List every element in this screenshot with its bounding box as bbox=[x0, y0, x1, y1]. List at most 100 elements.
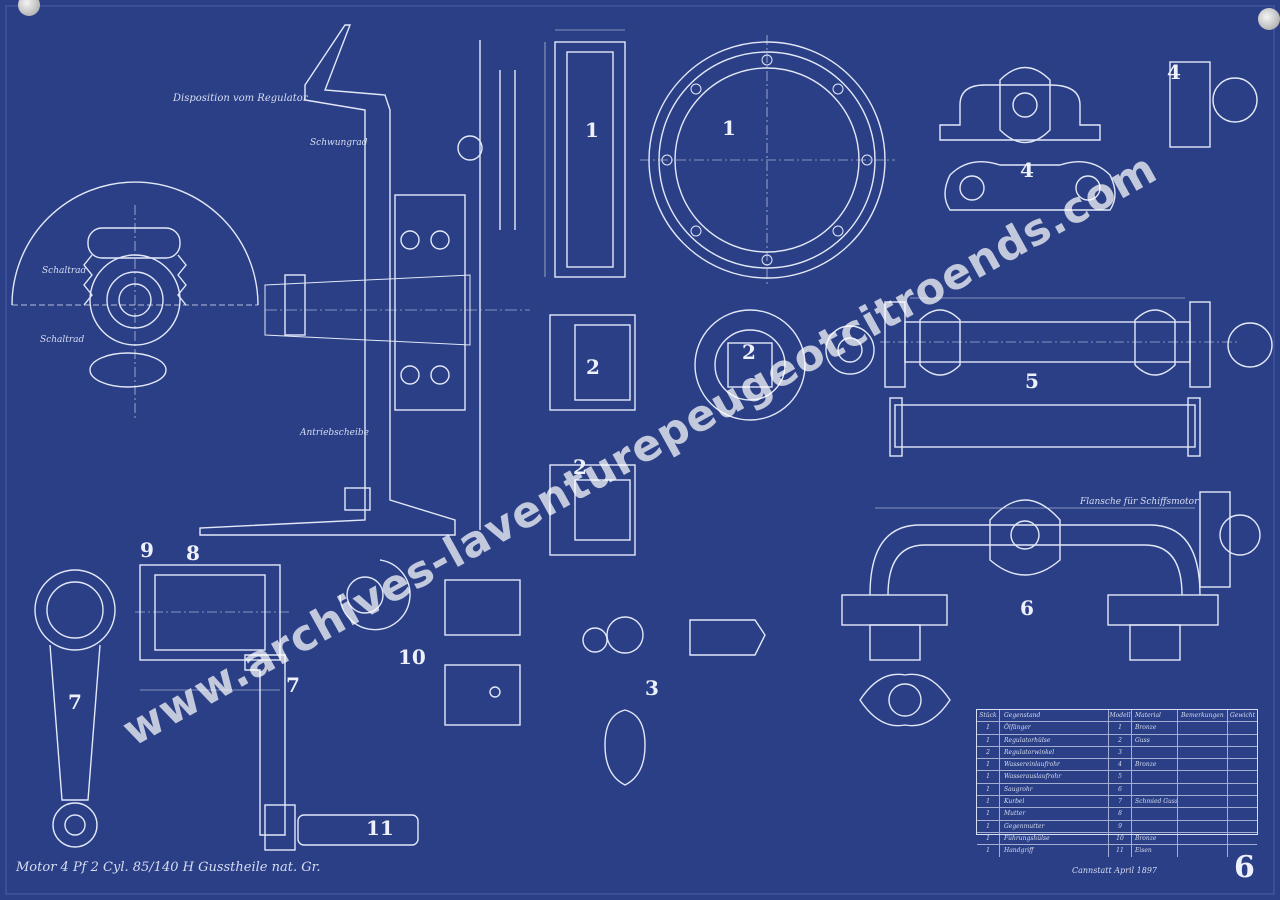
table-header-cell: Material bbox=[1132, 710, 1178, 722]
table-cell bbox=[1228, 747, 1257, 758]
table-cell: Wassereinlaufrohr bbox=[1000, 759, 1109, 771]
table-cell: Schmied Guss bbox=[1132, 796, 1178, 808]
part10-ring bbox=[339, 559, 411, 631]
crank-eye bbox=[34, 569, 116, 651]
part-label: 10 bbox=[398, 645, 426, 669]
table-cell bbox=[1132, 746, 1178, 759]
table-cell: Ölfänger bbox=[1000, 722, 1109, 734]
table-cell bbox=[1178, 734, 1228, 746]
drawing-title: Disposition vom Regulator bbox=[173, 93, 308, 104]
table-cell: 6 bbox=[1109, 783, 1132, 796]
table-cell: 9 bbox=[1109, 820, 1132, 832]
table-cell: 5 bbox=[1109, 771, 1132, 783]
table-cell: 1 bbox=[977, 759, 1000, 771]
part4-elbow bbox=[939, 84, 1101, 141]
table-cell: 4 bbox=[1109, 759, 1132, 771]
flywheel-section bbox=[199, 24, 456, 536]
part-label: 4 bbox=[1020, 158, 1034, 182]
table-cell: 1 bbox=[977, 783, 1000, 796]
table-cell: 8 bbox=[1109, 808, 1132, 820]
part3-boss bbox=[606, 616, 644, 654]
part-label: 8 bbox=[186, 541, 200, 565]
part-label: 6 bbox=[1020, 596, 1034, 620]
table-header-cell: Stück bbox=[977, 710, 1000, 722]
parts-table: Stück Gegenstand Modell Material Bemerku… bbox=[976, 709, 1258, 857]
table-cell: Eisen bbox=[1132, 845, 1178, 857]
bottom-caption: Motor 4 Pf 2 Cyl. 85/140 H Gusstheile na… bbox=[16, 860, 321, 875]
pin-top-left bbox=[18, 0, 40, 16]
table-cell bbox=[1228, 722, 1257, 733]
part-label: 4 bbox=[1167, 60, 1181, 84]
table-cell: Handgriff bbox=[1000, 845, 1109, 857]
label-schaltrad-b: Schaltrad bbox=[40, 335, 85, 345]
part2-round bbox=[694, 309, 806, 421]
table-header-cell: Bemerkungen bbox=[1178, 710, 1228, 722]
table-header-cell: Gegenstand bbox=[1000, 710, 1109, 722]
table-cell: 1 bbox=[977, 796, 1000, 808]
table-cell: 1 bbox=[977, 771, 1000, 783]
part-label: 5 bbox=[1025, 369, 1039, 393]
table-cell bbox=[1228, 821, 1257, 832]
table-cell: Bronze bbox=[1132, 832, 1178, 845]
date-caption: Cannstatt April 1897 bbox=[1072, 866, 1157, 875]
table-cell bbox=[1178, 796, 1228, 808]
table-cell bbox=[1178, 771, 1228, 783]
table-cell: Führungshülse bbox=[1000, 832, 1109, 845]
table-cell: 10 bbox=[1109, 832, 1132, 845]
table-cell bbox=[1178, 759, 1228, 771]
sheet-number: 6 bbox=[1234, 850, 1255, 885]
label-antrieb: Antriebscheibe bbox=[300, 428, 369, 438]
table-cell: 1 bbox=[977, 820, 1000, 832]
table-cell bbox=[1132, 808, 1178, 820]
table-cell: Gegenmutter bbox=[1000, 820, 1109, 832]
part-label: 1 bbox=[585, 118, 599, 142]
table-cell: Wasserauslaufrohr bbox=[1000, 771, 1109, 783]
pin-top-right bbox=[1258, 8, 1280, 30]
table-cell bbox=[1132, 820, 1178, 832]
part-label: 1 bbox=[722, 116, 736, 140]
label-schaltrad-a: Schaltrad bbox=[42, 266, 87, 276]
table-cell: Regulatorhülse bbox=[1000, 734, 1109, 746]
table-cell bbox=[1228, 759, 1257, 770]
table-cell: 1 bbox=[977, 845, 1000, 857]
table-cell: 3 bbox=[1109, 746, 1132, 759]
part11-handle bbox=[297, 814, 419, 846]
nut-assembly bbox=[139, 564, 281, 661]
table-cell: 1 bbox=[977, 808, 1000, 820]
table-cell bbox=[1178, 722, 1228, 734]
table-cell bbox=[1228, 784, 1257, 795]
table-cell bbox=[1228, 833, 1257, 844]
table-cell: 1 bbox=[977, 832, 1000, 845]
table-cell: 1 bbox=[977, 722, 1000, 734]
label-flansche: Flansche für Schiffsmotor bbox=[1080, 497, 1199, 507]
table-cell: Kurbel bbox=[1000, 796, 1109, 808]
table-cell: Guss bbox=[1132, 734, 1178, 746]
part6-bend bbox=[869, 524, 1201, 596]
table-cell: 7 bbox=[1109, 796, 1132, 808]
table-cell bbox=[1228, 845, 1257, 856]
table-header-cell: Modell bbox=[1109, 710, 1132, 722]
table-cell bbox=[1178, 832, 1228, 845]
regulator-housing-outline bbox=[11, 181, 259, 306]
part-label: 9 bbox=[140, 538, 154, 562]
table-cell: Bronze bbox=[1132, 722, 1178, 734]
table-cell bbox=[1178, 845, 1228, 857]
part2-section bbox=[549, 314, 636, 411]
table-cell: 11 bbox=[1109, 845, 1132, 857]
part-label: 2 bbox=[573, 455, 587, 479]
label-schwungrad: Schwungrad bbox=[310, 138, 368, 148]
table-cell: Regulatorwinkel bbox=[1000, 746, 1109, 759]
table-cell bbox=[1132, 771, 1178, 783]
